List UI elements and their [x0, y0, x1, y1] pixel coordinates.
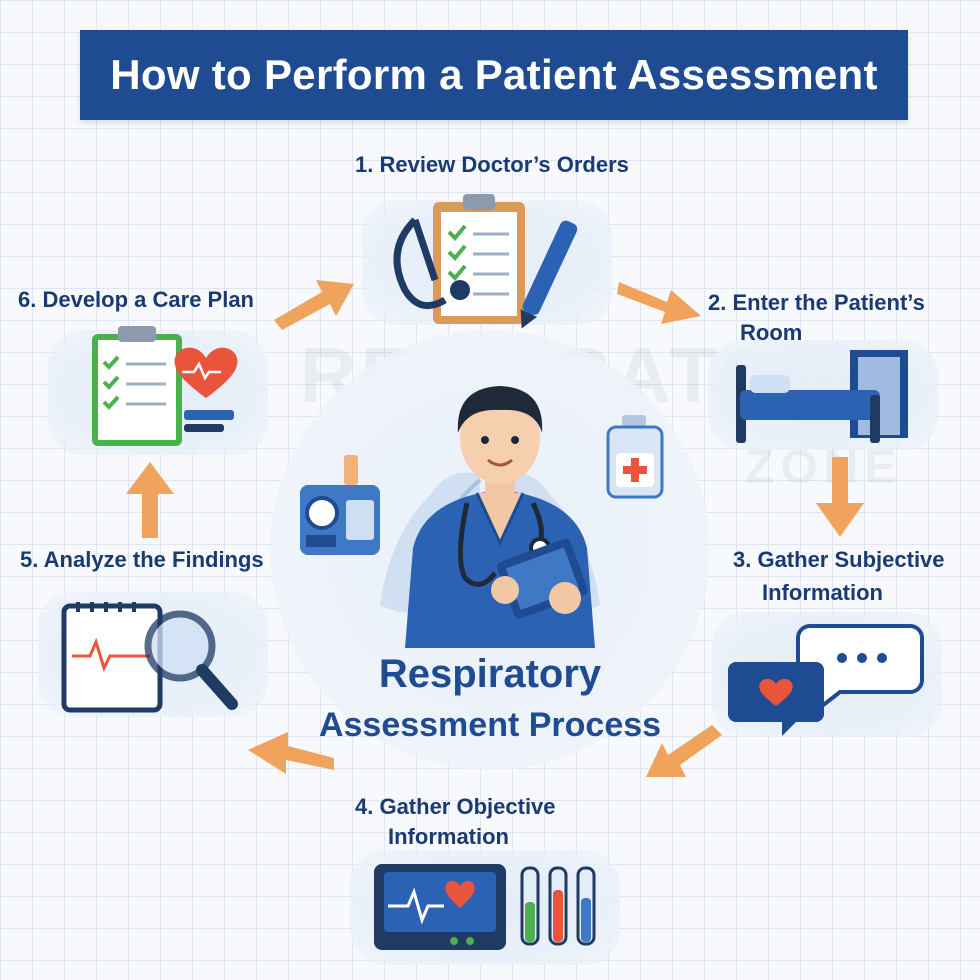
hospital-bed-icon: [736, 350, 908, 443]
clipboard-stethoscope-icon: [393, 194, 578, 329]
vital-monitor-icon: [374, 864, 596, 950]
step-4-label-line2: Information: [388, 824, 509, 849]
arrow-3-to-4-icon: [646, 725, 722, 777]
arrow-4-to-5-icon: [248, 732, 334, 774]
chat-bubbles-icon: [728, 624, 924, 736]
magnifier-chart-icon: [61, 602, 238, 713]
step-4-label-line1: 4. Gather Objective: [355, 794, 556, 819]
center-title-line2: Assessment Process: [318, 706, 662, 744]
arrow-1-to-2-icon: [617, 282, 701, 324]
arrow-2-to-3-icon: [816, 457, 864, 537]
step-5-label: 5. Analyze the Findings: [20, 547, 264, 572]
arrow-5-to-6-icon: [126, 462, 174, 538]
step-2-label-line1: 2. Enter the Patient’s: [708, 290, 925, 315]
oxygen-equipment-icon: [300, 455, 380, 555]
nurse-illustration: [405, 386, 595, 648]
title-banner: How to Perform a Patient Assessment: [80, 30, 908, 120]
page-title: How to Perform a Patient Assessment: [110, 51, 878, 98]
step-3-label-line1: 3. Gather Subjective: [733, 547, 945, 572]
center-title-line1: Respiratory: [378, 652, 602, 696]
step-1-label: 1. Review Doctor’s Orders: [355, 152, 629, 177]
arrow-6-to-1-icon: [274, 280, 354, 330]
step-6-label: 6. Develop a Care Plan: [18, 287, 254, 312]
step-3-label-line2: Information: [762, 580, 883, 605]
iv-bag-icon: [606, 415, 664, 499]
care-plan-clipboard-icon: [92, 326, 238, 446]
